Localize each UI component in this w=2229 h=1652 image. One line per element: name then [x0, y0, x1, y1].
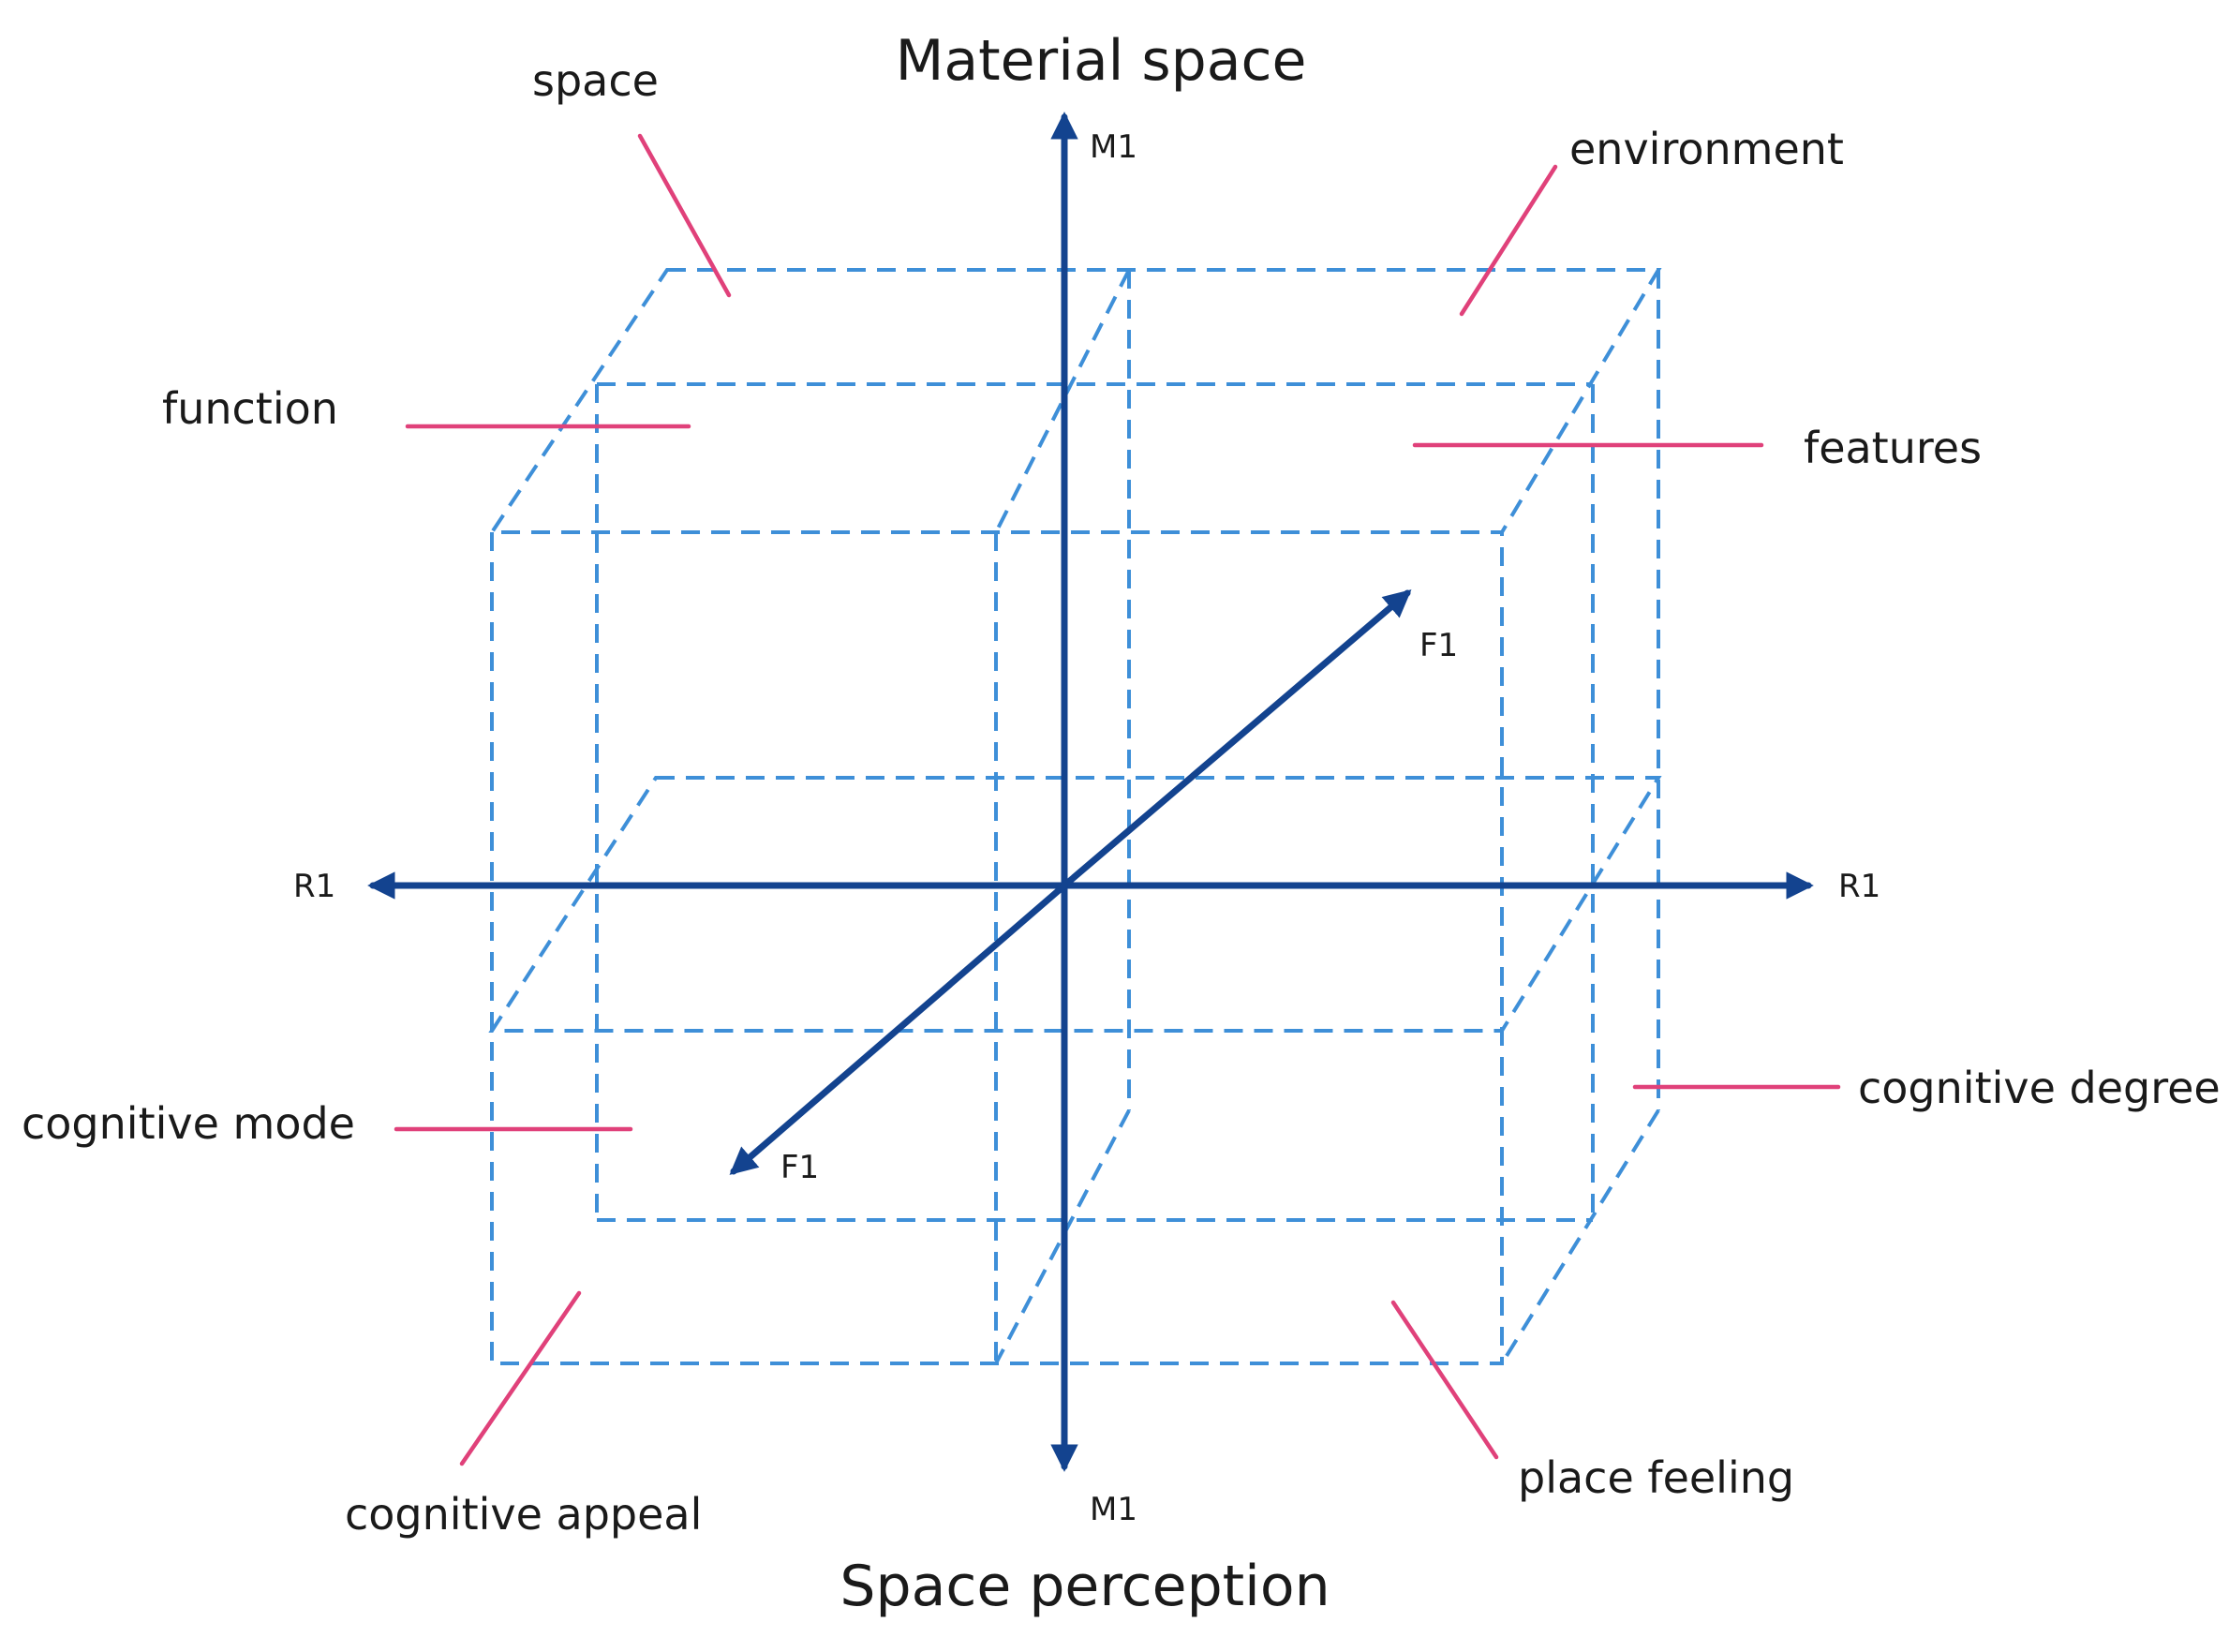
middle-bottom-diagonal [994, 1109, 1131, 1364]
f1-axis-lower [729, 882, 1068, 1175]
label-cognitive-appeal: cognitive appeal [345, 1489, 702, 1540]
title-space-perception: Space perception [840, 1554, 1330, 1619]
leader-cognitive-appeal [459, 1290, 582, 1466]
leader-environment [1459, 164, 1558, 317]
mid-plane [488, 776, 1662, 1033]
leader-lines [394, 133, 1841, 1466]
axes [367, 112, 1814, 1472]
middle-top-diagonal [994, 269, 1131, 533]
dashed-box-structure [488, 268, 1662, 1365]
label-space: space [532, 55, 659, 106]
label-cognitive-degree: cognitive degree [1858, 1063, 2221, 1113]
title-material-space: Material space [896, 28, 1307, 94]
label-place-feeling: place feeling [1518, 1452, 1794, 1503]
top-face [488, 268, 1662, 534]
label-function: function [162, 383, 338, 434]
leader-place-feeling [1390, 1300, 1499, 1460]
label-environment: environment [1569, 124, 1844, 174]
axis-label-r1-right: R1 [1838, 868, 1880, 905]
axis-label-m1-bottom: M1 [1090, 1491, 1137, 1528]
right-bottom-diagonal [1500, 1109, 1660, 1365]
axis-label-r1-left: R1 [293, 868, 335, 905]
leader-space [637, 133, 732, 298]
axis-label-m1-top: M1 [1090, 128, 1137, 166]
f1-axis-upper [1061, 589, 1412, 889]
label-cognitive-mode: cognitive mode [22, 1098, 355, 1149]
axis-label-f1-lower: F1 [780, 1149, 819, 1186]
label-features: features [1804, 423, 1982, 473]
axis-label-f1-upper: F1 [1419, 627, 1458, 664]
